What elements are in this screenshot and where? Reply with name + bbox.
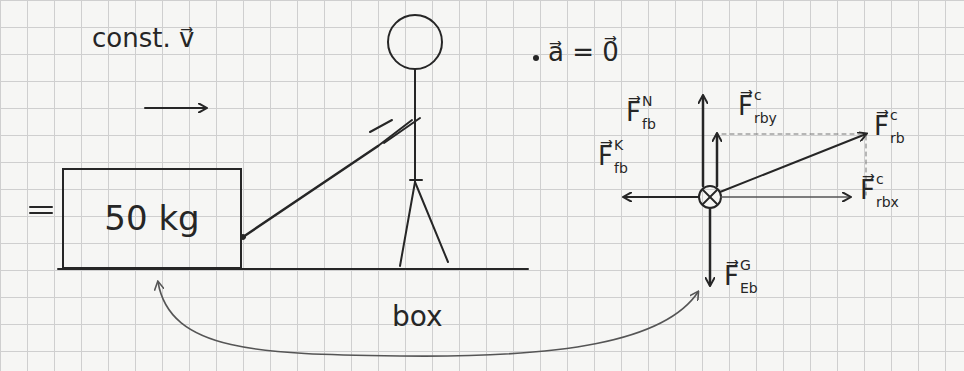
force-symbol: F⃗: [874, 112, 889, 141]
box-rect: 50 kg: [62, 168, 242, 269]
force-superscript: c: [890, 108, 898, 123]
force-superscript: G: [740, 258, 751, 273]
force-symbol: F⃗: [626, 98, 641, 127]
force-subscript: rby: [754, 111, 777, 126]
force-subscript: fb: [642, 117, 656, 132]
force-superscript: N: [642, 94, 652, 109]
force-symbol: F⃗: [724, 262, 739, 291]
force-superscript: c: [754, 88, 762, 103]
force-subscript: rbx: [876, 195, 899, 210]
force-superscript: K: [614, 138, 623, 153]
scene-sketch: [30, 15, 866, 356]
force-symbol: F⃗: [860, 176, 875, 205]
force-superscript: c: [876, 172, 884, 187]
velocity-note: const. v⃗: [92, 24, 194, 53]
force-subscript: rb: [890, 131, 905, 146]
force-subscript: fb: [614, 161, 628, 176]
box-label: box: [392, 302, 443, 333]
mass-label: 50 kg: [104, 200, 199, 237]
force-symbol: F⃗: [738, 92, 753, 121]
force-symbol: F⃗: [598, 142, 613, 171]
force-subscript: Eb: [740, 281, 758, 296]
acceleration-note: a⃗ = 0⃗: [548, 38, 619, 67]
